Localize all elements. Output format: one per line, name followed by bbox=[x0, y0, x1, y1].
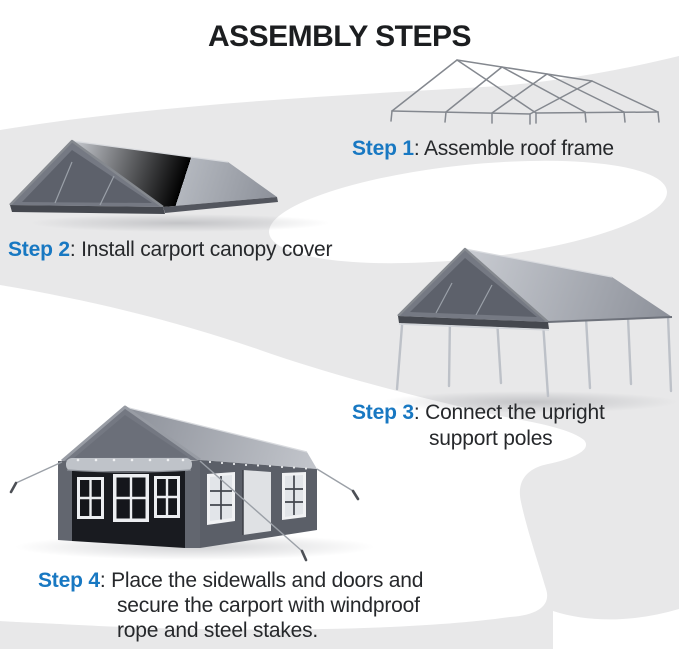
step1-roof-frame-illustration bbox=[390, 59, 660, 125]
step4-description-line3: rope and steel stakes. bbox=[117, 619, 319, 642]
step3-text-block: Step 3: Connect the upright support pole… bbox=[352, 400, 605, 452]
step3-description-line1: : Connect the upright bbox=[413, 401, 605, 424]
step1-label: Step 1 bbox=[352, 137, 414, 160]
step4-text-block: Step 4: Place the sidewalls and doors an… bbox=[38, 568, 423, 643]
step4-carport-illustration bbox=[9, 405, 360, 562]
step3-canopy-poles-illustration bbox=[395, 247, 673, 398]
step2-description: : Install carport canopy cover bbox=[69, 238, 333, 261]
interior-windows bbox=[77, 474, 180, 522]
step3-label: Step 3 bbox=[352, 401, 414, 424]
step1-description: : Assemble roof frame bbox=[413, 137, 614, 160]
support-poles bbox=[395, 311, 673, 398]
step3-description-line2: support poles bbox=[429, 427, 553, 450]
sidewall-hooks bbox=[208, 460, 308, 470]
step2-ground-shadow bbox=[30, 214, 330, 232]
windproof-ropes bbox=[15, 460, 354, 552]
carport-roof bbox=[125, 407, 317, 469]
step4-description-line2: secure the carport with windproof bbox=[117, 594, 420, 617]
step2-label: Step 2 bbox=[8, 238, 70, 261]
step2-text-block: Step 2: Install carport canopy cover bbox=[8, 237, 332, 262]
door-hooks bbox=[76, 458, 185, 462]
step1-text-block: Step 1: Assemble roof frame bbox=[352, 136, 614, 161]
side-window bbox=[282, 472, 306, 520]
swirl-upper-gap bbox=[269, 160, 667, 264]
step4-label: Step 4 bbox=[38, 569, 100, 592]
step3-ground-shadow bbox=[382, 391, 678, 413]
step2-canopy-cover-illustration bbox=[9, 139, 278, 214]
rolled-up-door bbox=[66, 458, 192, 471]
steel-stakes bbox=[9, 481, 360, 562]
step4-description-line1: : Place the sidewalls and doors and bbox=[99, 569, 424, 592]
side-door-opening bbox=[243, 470, 271, 535]
page-title: ASSEMBLY STEPS bbox=[207, 20, 472, 54]
